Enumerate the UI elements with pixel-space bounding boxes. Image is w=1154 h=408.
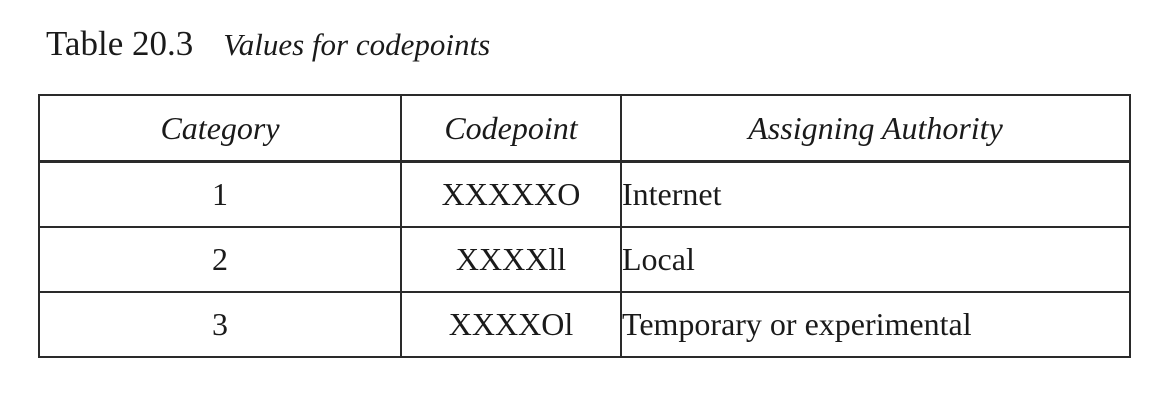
cell-category: 1 bbox=[38, 160, 402, 228]
cell-codepoint: XXXXOl bbox=[400, 291, 622, 358]
cell-category: 2 bbox=[38, 226, 402, 293]
cell-codepoint: XXXXXO bbox=[400, 160, 622, 228]
header-codepoint: Codepoint bbox=[400, 94, 622, 163]
table-row: 2 XXXXll Local bbox=[38, 226, 1131, 293]
cell-category: 3 bbox=[38, 291, 402, 358]
table-caption: Table 20.3 Values for codepoints bbox=[46, 22, 490, 73]
table-row: 1 XXXXXO Internet bbox=[38, 160, 1131, 228]
codepoints-table: Category Codepoint Assigning Authority 1… bbox=[38, 94, 1131, 358]
cell-assigning-authority: Local bbox=[620, 226, 1131, 293]
table-header-row: Category Codepoint Assigning Authority bbox=[38, 94, 1131, 163]
table-row: 3 XXXXOl Temporary or experimental bbox=[38, 291, 1131, 358]
table-number: Table 20.3 bbox=[46, 24, 194, 63]
header-category: Category bbox=[38, 94, 402, 163]
cell-codepoint: XXXXll bbox=[400, 226, 622, 293]
header-assigning-authority: Assigning Authority bbox=[620, 94, 1131, 163]
cell-assigning-authority: Temporary or experimental bbox=[620, 291, 1131, 358]
table-title: Values for codepoints bbox=[223, 27, 491, 62]
cell-assigning-authority: Internet bbox=[620, 160, 1131, 228]
